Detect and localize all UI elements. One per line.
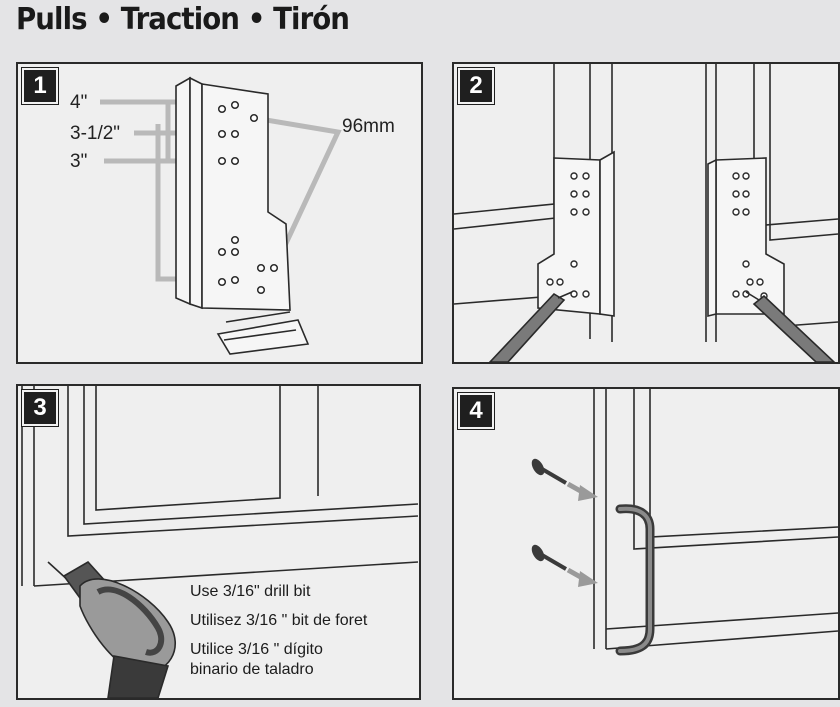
template-illustration xyxy=(100,76,342,355)
page-title: Pulls • Traction • Tirón xyxy=(16,2,350,37)
step-3-badge: 3 xyxy=(21,389,59,427)
step-1-badge: 1 xyxy=(21,67,59,105)
label-4-inch: 4" xyxy=(70,92,88,113)
step-1-panel: 1 xyxy=(16,62,423,364)
step-4-badge: 4 xyxy=(457,392,495,430)
instruction-french: Utilisez 3/16 " bit de foret xyxy=(190,612,368,629)
step-3-panel: 3 Use 3/16" drill bit Utilisez 3/16 " bi… xyxy=(16,384,421,700)
instruction-spanish-line2: binario de taladro xyxy=(190,661,314,678)
instruction-english: Use 3/16" drill bit xyxy=(190,583,311,600)
step-2-panel: 2 xyxy=(452,62,840,364)
step-4-panel: 4 xyxy=(452,387,840,700)
step-2-badge: 2 xyxy=(457,67,495,105)
doors-with-templates-illustration xyxy=(454,64,838,362)
instruction-spanish-line1: Utilice 3/16 " dígito xyxy=(190,641,323,658)
label-96mm: 96mm xyxy=(342,116,395,137)
drilling-illustration xyxy=(21,386,419,698)
label-3-1-2-inch: 3-1/2" xyxy=(70,123,121,144)
label-3-inch: 3" xyxy=(70,151,88,172)
attach-pull-illustration xyxy=(531,389,838,656)
